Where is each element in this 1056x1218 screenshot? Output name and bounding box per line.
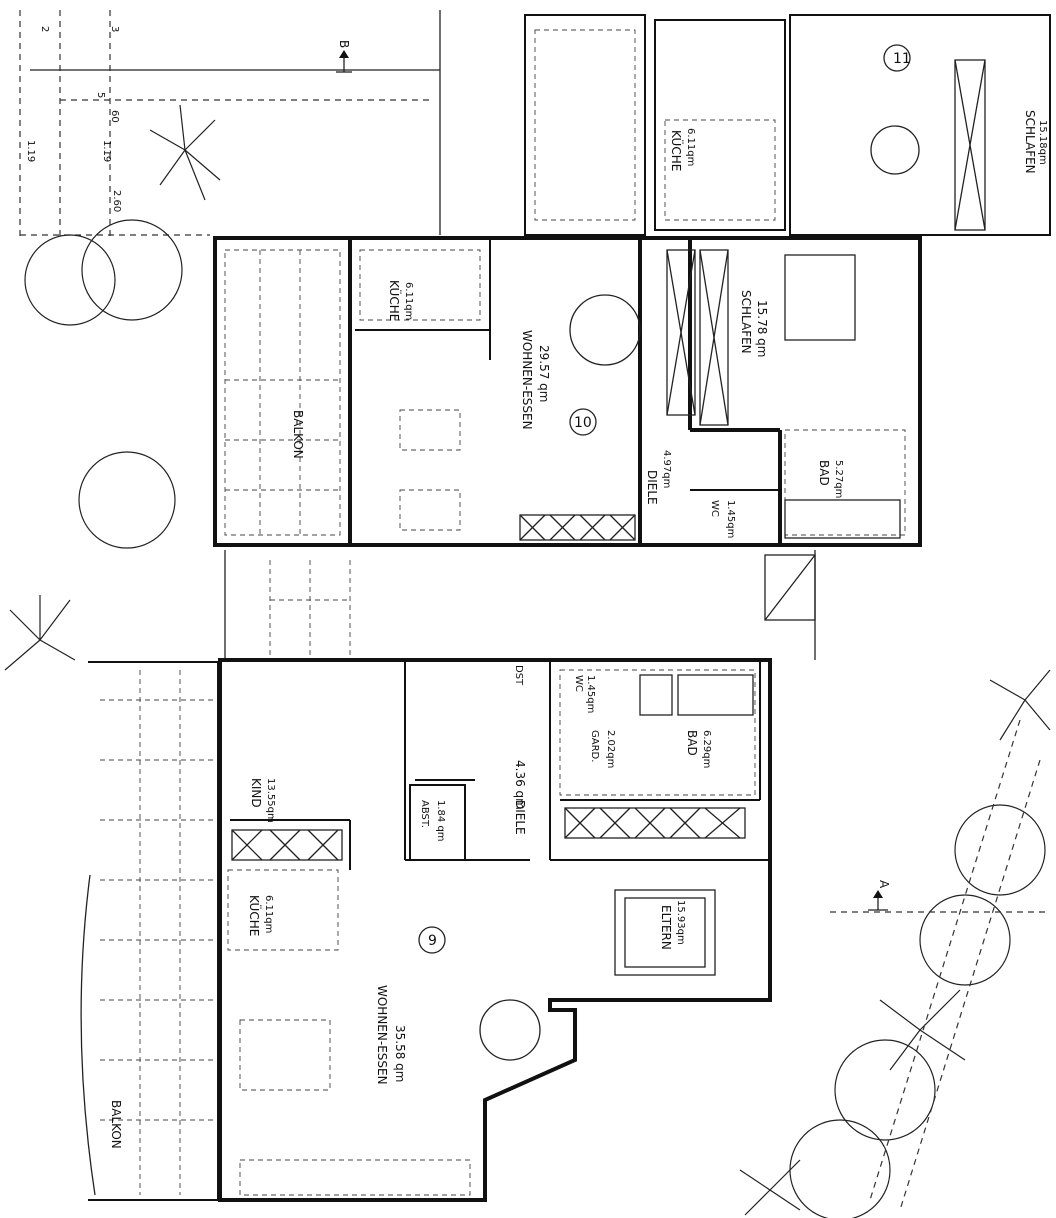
section-mark-a: A [830, 880, 1050, 913]
dim-3: 3 [109, 26, 120, 32]
path-edge [899, 759, 1041, 1211]
unit-9-circle [418, 926, 446, 954]
unit-9-number: 9 [428, 933, 437, 949]
kitchen-9-counter [227, 869, 339, 951]
abst-area: 1.84 qm [435, 800, 446, 842]
diele-9-name: DIELE [513, 800, 527, 835]
neighbor-schlafen-area: 15.18qm [1037, 120, 1048, 165]
kind-name: KIND [249, 778, 263, 808]
dining-table-10 [569, 294, 641, 366]
dim-5: 5 [95, 92, 106, 98]
tree-1 [81, 219, 183, 321]
eltern-name: ELTERN [659, 905, 673, 950]
dim-2-60: 2.60 [111, 190, 122, 212]
path-edge-2 [869, 719, 1021, 1201]
wardrobe-10-b [666, 249, 729, 426]
tree-2 [24, 234, 116, 326]
neighbor-unit-11: KÜCHE 6.11qm 11 SCHLAFEN 15.18qm [524, 14, 1051, 236]
unit-10-number: 10 [574, 415, 592, 431]
kitchen-10-counter [359, 249, 481, 321]
abst-name: ABST. [419, 800, 430, 828]
neighbor-unit-number-circle [883, 44, 911, 72]
dim-60: 60 [109, 110, 120, 123]
bad-10-area: 5.27qm [833, 460, 844, 498]
kueche-10-name: KÜCHE [387, 280, 403, 321]
dst-label: DST [513, 665, 524, 686]
diele-10-name: DIELE [645, 470, 659, 505]
diele-10-area: 4.97qm [661, 450, 672, 488]
tree-7 [789, 1119, 891, 1218]
neighbor-dining-table [870, 125, 920, 175]
wc-9-name: WC [573, 675, 584, 692]
section-a-label: A [877, 880, 891, 889]
eltern-area: 15.93qm [675, 900, 686, 945]
neighbor-kitchen-name: KÜCHE [669, 130, 685, 171]
bad-10-name: BAD [817, 460, 831, 486]
shrub-3 [989, 669, 1051, 741]
dining-table-9 [479, 999, 541, 1061]
schlafen-10-area: 15.78 qm [755, 300, 769, 357]
dim-1-19-a: 1.19 [25, 140, 36, 162]
balcony-9-grid [100, 670, 215, 1195]
balcony-10-floor [224, 249, 341, 536]
kueche-10-area: 6.11qm [403, 282, 414, 320]
shrub-4 [879, 989, 966, 1071]
apartment-9: BALKON KÜCHE 6.11qm KIND 13.55qm [80, 658, 772, 1202]
wc-10-area: 1.45qm [725, 500, 736, 538]
kind-area: 13.55qm [265, 778, 276, 823]
schlafen-10-name: SCHLAFEN [739, 290, 753, 354]
neighbor-kitchen-area: 6.11qm [685, 128, 696, 166]
bad-9-area: 6.29qm [701, 730, 712, 768]
balcony-9-curve [80, 874, 96, 1196]
eltern-wardrobe [564, 807, 746, 839]
bathtub-9 [677, 674, 754, 716]
stairwell [224, 550, 816, 660]
wohnen-essen-9-name: WOHNEN-ESSEN [375, 985, 389, 1085]
tree-3 [78, 451, 176, 549]
neighbor-unit-number: 11 [893, 51, 911, 67]
section-b-label: B [337, 40, 351, 48]
balkon-10-label: BALKON [291, 410, 305, 459]
dim-1-19-b: 1.19 [101, 140, 112, 162]
wohnen-essen-10-area: 29.57 qm [537, 345, 551, 402]
apartment-10: BALKON KÜCHE 6.11qm WOHNEN-ESSEN [213, 236, 922, 547]
wardrobe-10 [519, 514, 636, 541]
bath-10-floor [784, 429, 906, 536]
gard-area: 2.02qm [605, 730, 616, 768]
bathtub-10 [784, 499, 901, 539]
wohnen-essen-9-area: 35.58 qm [393, 1025, 407, 1082]
kind-wardrobe [231, 829, 343, 861]
kueche-9-area: 6.11qm [263, 895, 274, 933]
balcony-9-outline [88, 661, 219, 1201]
tree-6 [834, 1039, 936, 1141]
bad-9-name: BAD [685, 730, 699, 756]
wohnen-essen-10-name: WOHNEN-ESSEN [520, 330, 534, 430]
unit-10-circle [569, 408, 597, 436]
bed-10 [784, 254, 856, 341]
dim-2: 2 [39, 26, 50, 32]
diele-9-area: 4.36 qm [513, 760, 527, 810]
bed-9 [614, 889, 716, 976]
gard-name: GARD. [589, 730, 600, 762]
section-mark-b: B [336, 40, 352, 73]
neighbor-schlafen-name: SCHLAFEN [1023, 110, 1037, 174]
balkon-9-label: BALKON [109, 1100, 123, 1149]
shrub-2 [4, 595, 76, 671]
tree-4 [954, 804, 1046, 896]
tree-5 [919, 894, 1011, 986]
trees [4, 104, 1051, 1218]
top-dimension-strip: 2 3 1.19 1.19 2.60 60 5 [19, 10, 441, 240]
kueche-9-name: KÜCHE [247, 895, 263, 936]
wc-10-name: WC [709, 500, 720, 517]
bath-9-floor [559, 669, 756, 796]
wc-9-area: 1.45qm [585, 675, 596, 713]
shrub-5 [739, 1159, 801, 1216]
shrub-1 [149, 104, 221, 201]
